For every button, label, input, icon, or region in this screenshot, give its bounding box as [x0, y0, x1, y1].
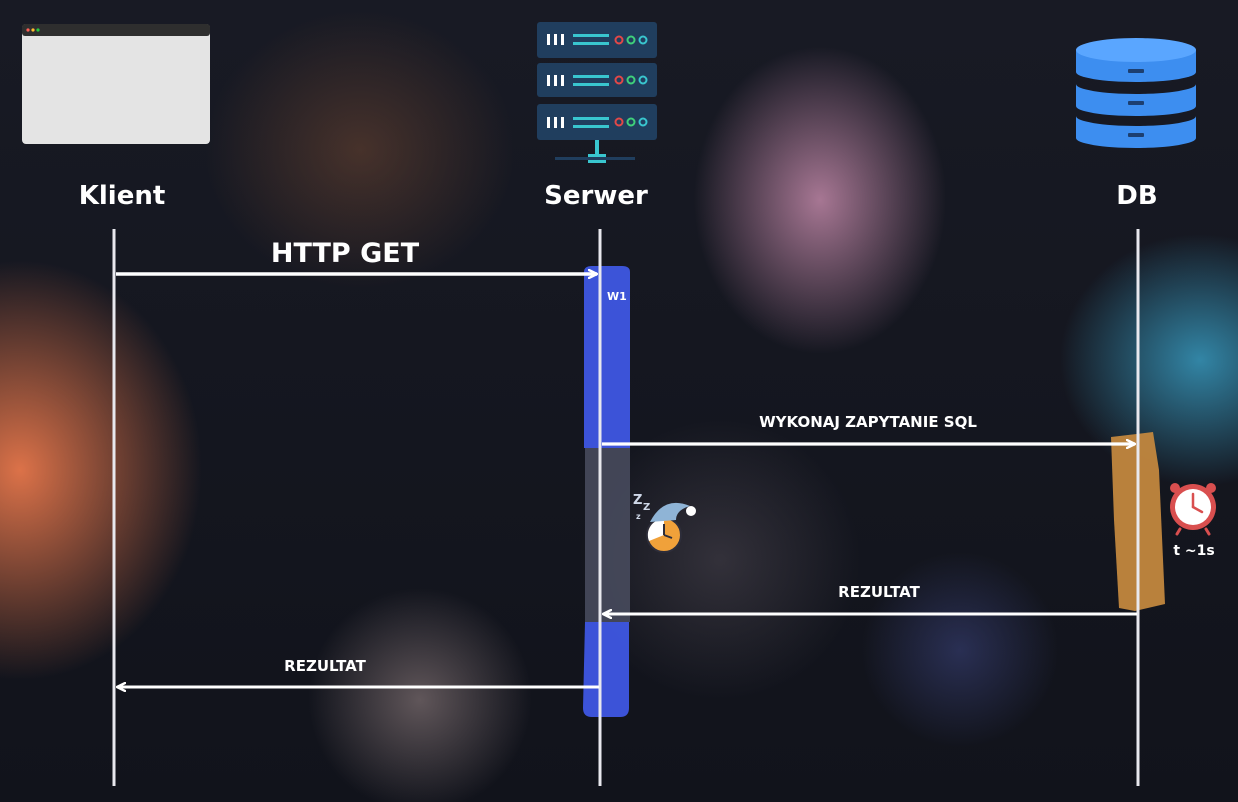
worker-label: W1	[607, 290, 627, 303]
alarm-clock-icon	[1170, 483, 1216, 536]
svg-text:Z: Z	[643, 502, 650, 513]
db-result-label: REZULTAT	[838, 583, 920, 601]
database-stack-icon	[1076, 38, 1196, 148]
client-result-label: REZULTAT	[284, 657, 366, 675]
actor-label-db: DB	[1116, 181, 1157, 211]
server-unit	[537, 104, 657, 140]
svg-text:z: z	[636, 512, 641, 521]
sql-query-label: WYKONAJ ZAPYTANIE SQL	[759, 413, 977, 431]
server-unit	[537, 22, 657, 58]
timing-label: t ~1s	[1173, 543, 1214, 559]
server-activation-bar	[584, 266, 630, 448]
server-activation-bar	[583, 622, 629, 717]
sleeping-clock-icon: Z Z z	[633, 493, 696, 553]
actor-label-client: Klient	[79, 181, 166, 211]
http-get-label: HTTP GET	[271, 238, 420, 269]
server-unit	[537, 63, 657, 97]
server-rack-icon	[537, 22, 657, 163]
actor-label-server: Serwer	[544, 181, 648, 211]
server-waiting-bar	[585, 448, 630, 622]
browser-window-icon	[22, 24, 210, 144]
svg-text:Z: Z	[633, 493, 642, 508]
